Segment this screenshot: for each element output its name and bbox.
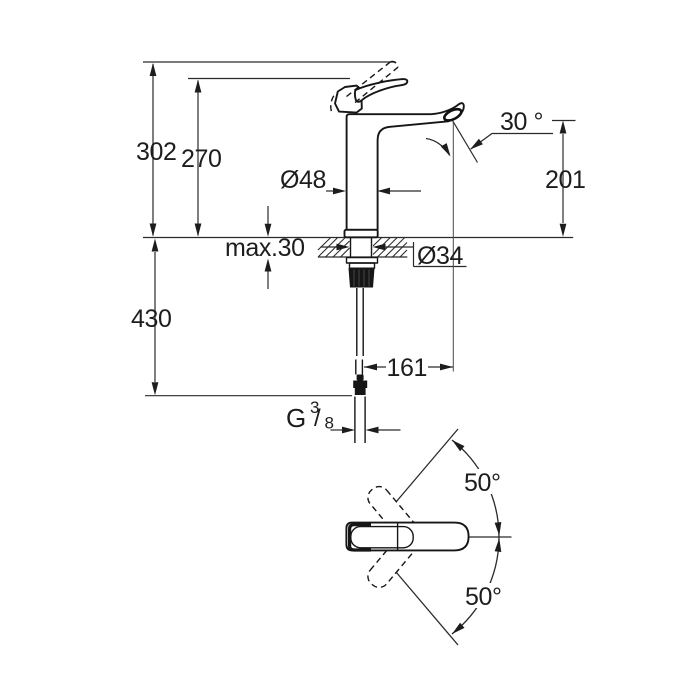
faucet-body: [330, 60, 465, 239]
thread-slash: /: [314, 405, 321, 432]
dim-outlet-reach-label: 161: [387, 354, 428, 382]
handle-rotated-down-dashed: [367, 532, 418, 589]
swing-geometry: [395, 428, 512, 646]
thread-prefix: G: [286, 403, 306, 433]
label-mask: [459, 583, 514, 608]
mounting-hardware: [345, 237, 379, 443]
swing-arrows: [452, 440, 502, 634]
dim-outlet-angle-label: 30 °: [500, 108, 543, 136]
lever-raised-dashed: [346, 60, 399, 104]
label-mask: [458, 469, 513, 494]
dim-total-height-label: 302: [136, 138, 177, 166]
top-view-labels: 50° 50°: [464, 469, 502, 611]
dim-outlet-height-label: 201: [545, 166, 586, 194]
faucet-lever: [353, 78, 409, 103]
handle-end-cap: [348, 523, 371, 552]
dim-swing-upper-label: 50°: [464, 469, 501, 497]
thread-denominator: 8: [325, 414, 334, 433]
handle-rotated-up-dashed: [367, 485, 418, 542]
dim-supply-length-label: 430: [131, 305, 172, 333]
dim-lever-height-label: 270: [181, 145, 222, 173]
mounting-nut: [348, 268, 375, 288]
base-plate: [343, 228, 379, 239]
dimension-arrows: [149, 63, 567, 434]
aerator-icon: [443, 107, 463, 122]
dim-hole-diameter-label: Ø34: [417, 242, 464, 270]
supply-pipe: [353, 288, 368, 443]
side-view-labels: 302 270 Ø48 max.30 Ø34 201 30 ° 430 161 …: [131, 108, 586, 433]
side-view: 302 270 Ø48 max.30 Ø34 201 30 ° 430 161 …: [131, 60, 586, 443]
handle-top-view: [345, 521, 470, 552]
thread-numerator: 3: [310, 398, 319, 417]
dim-deck-thickness-label: max.30: [225, 234, 305, 262]
dim-body-diameter-label: Ø48: [280, 166, 326, 194]
top-view: 50° 50°: [345, 428, 514, 646]
dim-swing-lower-label: 50°: [465, 583, 502, 611]
dim-thread-label: G 3 / 8: [286, 398, 334, 433]
